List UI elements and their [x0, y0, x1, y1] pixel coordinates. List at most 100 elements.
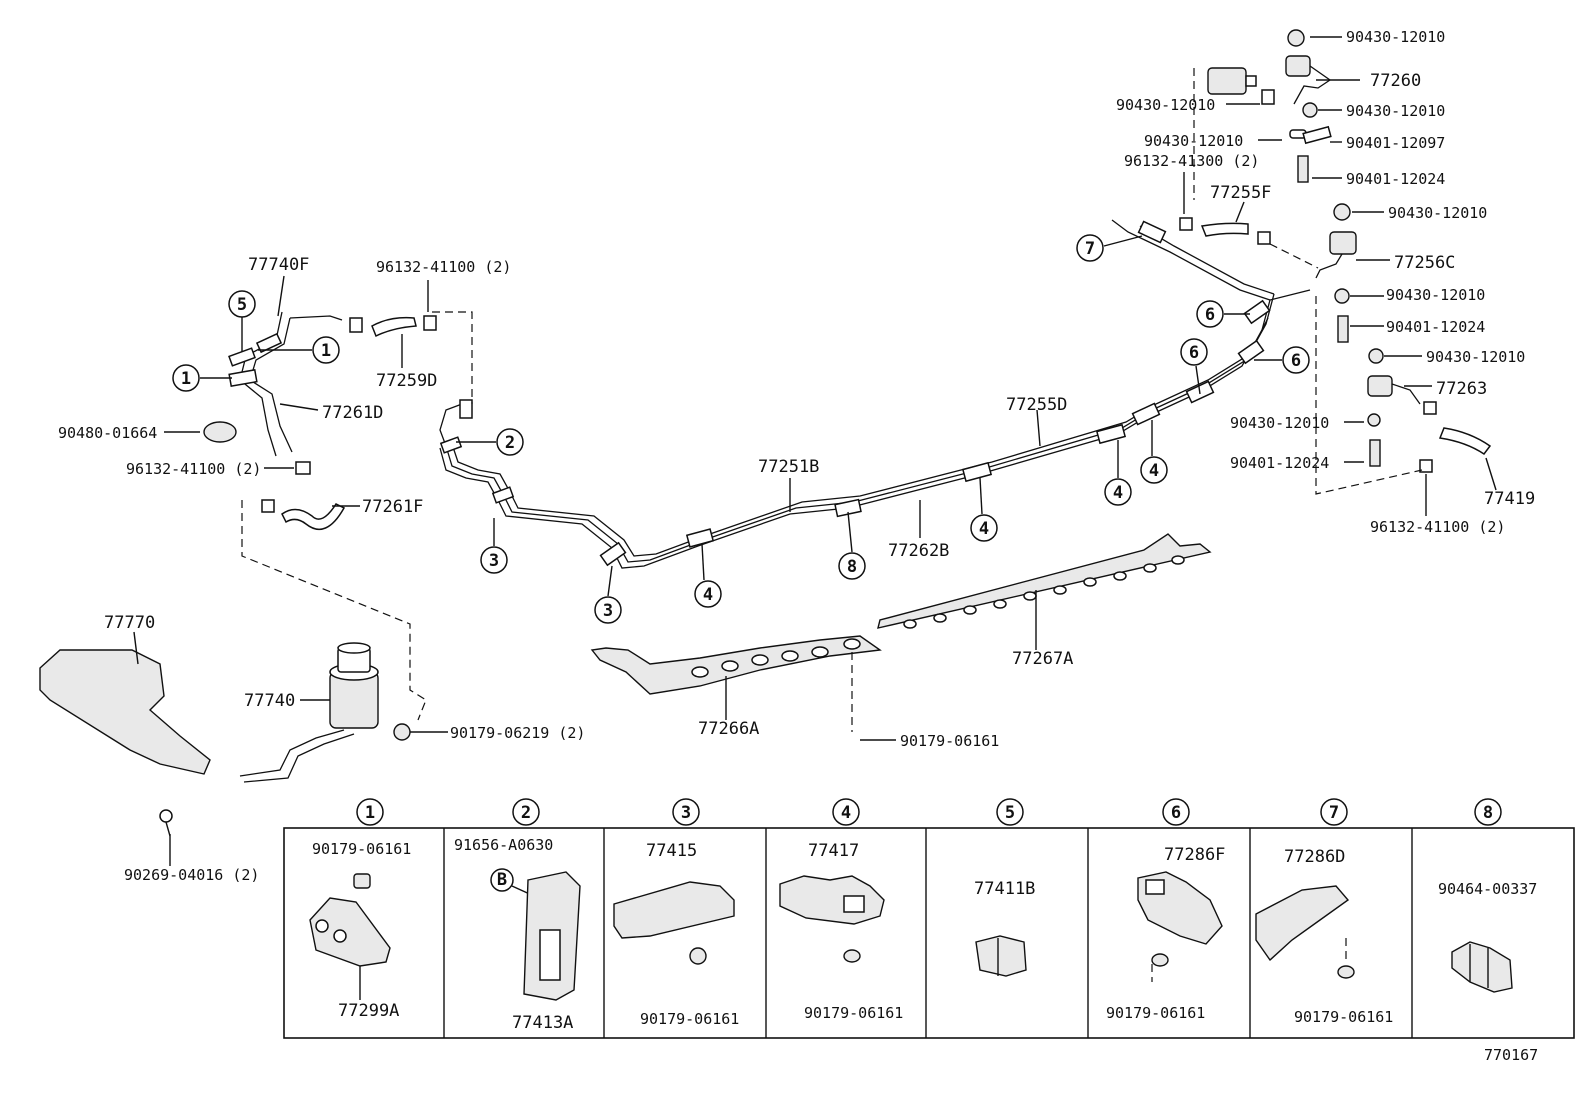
legend-header-7: 7 [1320, 798, 1348, 826]
svg-text:3: 3 [489, 551, 499, 571]
label-90401-12024: 90401-12024 [1230, 454, 1329, 472]
label-90480-01664: 90480-01664 [58, 424, 157, 442]
label-90179-06219: 90179-06219 (2) [450, 724, 585, 742]
svg-text:77415: 77415 [646, 841, 697, 861]
legend-cell-1: 90179-06161 77299A [309, 840, 411, 1021]
svg-text:7: 7 [1329, 803, 1339, 823]
callout-2: 2 [496, 428, 524, 456]
svg-text:6: 6 [1189, 343, 1199, 363]
legend-header-2: 2 [512, 798, 540, 826]
svg-text:4: 4 [703, 585, 713, 605]
svg-text:5: 5 [1005, 803, 1015, 823]
label-77260: 77260 [1370, 71, 1421, 91]
svg-text:90179-06161: 90179-06161 [312, 840, 411, 858]
svg-text:4: 4 [841, 803, 851, 823]
part-labels: 90430-12010 77260 90430-12010 90430-1201… [58, 28, 1535, 884]
label-90269-04016: 90269-04016 (2) [124, 866, 259, 884]
callout-6-a: 6 [1180, 338, 1208, 366]
legend-cell-6: 77286F 90179-06161 [1106, 845, 1225, 1022]
svg-text:90179-06161: 90179-06161 [1106, 1004, 1205, 1022]
shield-77770 [39, 649, 211, 837]
label-96132-41100: 96132-41100 (2) [376, 258, 511, 276]
label-77256C: 77256C [1394, 253, 1455, 273]
svg-text:3: 3 [603, 601, 613, 621]
label-77770: 77770 [104, 613, 155, 633]
clip-legend-table: 1 2 3 4 5 6 7 8 90179-06161 77299A 91656… [283, 798, 1575, 1039]
svg-text:1: 1 [321, 341, 331, 361]
legend-header-6: 6 [1162, 798, 1190, 826]
leader-lines [133, 36, 1497, 866]
svg-text:90179-06161: 90179-06161 [804, 1004, 903, 1022]
legend-header-8: 8 [1474, 798, 1502, 826]
legend-cell-4: 77417 90179-06161 [779, 841, 903, 1022]
svg-text:6: 6 [1171, 803, 1181, 823]
callout-markers: 5 1 1 2 3 3 4 8 4 4 4 6 6 6 7 [172, 234, 1310, 624]
callout-3-lower: 3 [594, 596, 622, 624]
svg-text:77286D: 77286D [1284, 847, 1345, 867]
label-90401-12024: 90401-12024 [1346, 170, 1445, 188]
callout-4-a: 4 [694, 580, 722, 608]
label-96132-41300: 96132-41300 (2) [1124, 152, 1259, 170]
label-90179-06161: 90179-06161 [900, 732, 999, 750]
svg-text:3: 3 [681, 803, 691, 823]
svg-text:77411B: 77411B [974, 879, 1035, 899]
callout-5: 5 [228, 290, 256, 318]
callout-3-upper: 3 [480, 546, 508, 574]
legend-header-5: 5 [996, 798, 1024, 826]
rail-77267A [877, 533, 1212, 629]
label-90401-12024: 90401-12024 [1386, 318, 1485, 336]
svg-text:77286F: 77286F [1164, 845, 1225, 865]
legend-cell-3: 77415 90179-06161 [613, 841, 739, 1028]
charcoal-canister [239, 642, 411, 783]
legend-cell-7: 77286D 90179-06161 [1255, 847, 1393, 1026]
label-90430-12010: 90430-12010 [1116, 96, 1215, 114]
legend-cell-8: 90464-00337 [1438, 880, 1537, 993]
svg-text:8: 8 [847, 557, 857, 577]
figure-id: 770167 [1484, 1046, 1538, 1064]
svg-text:4: 4 [979, 519, 989, 539]
left-pipe-assembly [203, 311, 437, 530]
label-77262B: 77262B [888, 541, 949, 561]
label-90430-12010: 90430-12010 [1386, 286, 1485, 304]
svg-text:5: 5 [237, 295, 247, 315]
label-96132-41100: 96132-41100 (2) [1370, 518, 1505, 536]
label-77255F: 77255F [1210, 183, 1271, 203]
label-77740: 77740 [244, 691, 295, 711]
callout-1-left: 1 [172, 364, 200, 392]
legend-header-3: 3 [672, 798, 700, 826]
callout-leaders [200, 235, 1282, 597]
label-90430-12010: 90430-12010 [1346, 102, 1445, 120]
svg-text:2: 2 [521, 803, 531, 823]
svg-text:B: B [497, 870, 507, 890]
label-77255D: 77255D [1006, 395, 1067, 415]
svg-text:2: 2 [505, 433, 515, 453]
legend-header-4: 4 [832, 798, 860, 826]
label-77259D: 77259D [376, 371, 437, 391]
label-90430-12010: 90430-12010 [1230, 414, 1329, 432]
label-96132-41100: 96132-41100 (2) [126, 460, 261, 478]
label-90430-12010: 90430-12010 [1144, 132, 1243, 150]
label-77263: 77263 [1436, 379, 1487, 399]
svg-text:4: 4 [1113, 483, 1123, 503]
svg-text:77413A: 77413A [512, 1013, 573, 1033]
svg-text:77417: 77417 [808, 841, 859, 861]
upper-right-assembly [1179, 29, 1492, 473]
callout-7: 7 [1076, 234, 1104, 262]
label-90401-12097: 90401-12097 [1346, 134, 1445, 152]
label-77740F: 77740F [248, 255, 309, 275]
label-77261F: 77261F [362, 497, 423, 517]
svg-text:90179-06161: 90179-06161 [1294, 1008, 1393, 1026]
svg-text:90464-00337: 90464-00337 [1438, 880, 1537, 898]
callout-8: 8 [838, 552, 866, 580]
label-90430-12010: 90430-12010 [1346, 28, 1445, 46]
svg-text:7: 7 [1085, 239, 1095, 259]
callout-4-c: 4 [1104, 478, 1132, 506]
callout-4-b: 4 [970, 514, 998, 542]
callout-6-b: 6 [1282, 346, 1310, 374]
label-90430-12010: 90430-12010 [1426, 348, 1525, 366]
svg-text:91656-A0630: 91656-A0630 [454, 836, 553, 854]
label-77266A: 77266A [698, 719, 759, 739]
svg-text:1: 1 [181, 369, 191, 389]
svg-text:6: 6 [1205, 305, 1215, 325]
